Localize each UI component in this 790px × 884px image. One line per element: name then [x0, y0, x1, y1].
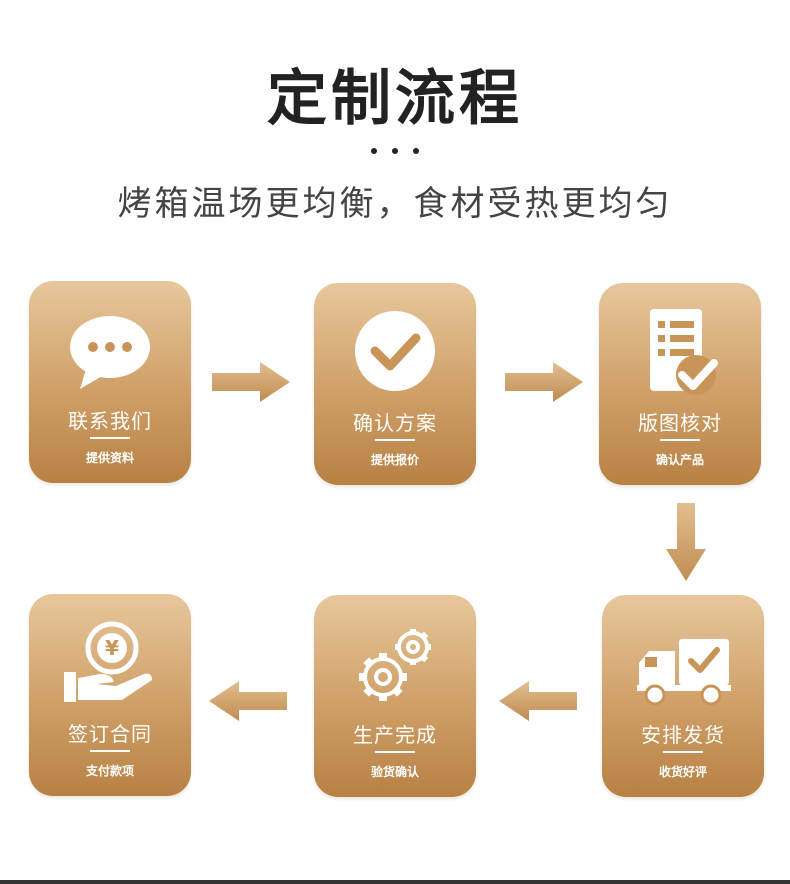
step-divider — [660, 439, 700, 441]
step-sublabel: 验货确认 — [370, 765, 419, 779]
checklist-document-icon — [650, 309, 718, 395]
hand-coin-icon: ¥ — [64, 621, 152, 702]
flow-arrow-left-icon — [209, 681, 287, 721]
step-label: 联系我们 — [68, 409, 152, 433]
step-card-shipping: 安排发货 收货好评 — [602, 595, 764, 797]
step-divider — [375, 751, 415, 753]
step-sublabel: 提供资料 — [85, 451, 134, 465]
step-card-contact: 联系我们 提供资料 — [29, 281, 191, 483]
bottom-border — [0, 880, 790, 884]
step-label: 确认方案 — [353, 411, 437, 435]
flow-arrow-right-icon — [505, 362, 583, 402]
gears-icon — [359, 629, 431, 701]
step-divider — [90, 750, 130, 752]
step-card-production: 生产完成 验货确认 — [314, 595, 476, 797]
step-sublabel: 提供报价 — [370, 453, 419, 467]
step-card-contract: ¥ 签订合同 支付款项 — [29, 594, 191, 796]
step-divider — [90, 437, 130, 439]
step-card-confirm-plan: 确认方案 提供报价 — [314, 283, 476, 485]
step-sublabel: 确认产品 — [655, 453, 704, 467]
delivery-truck-icon — [637, 639, 731, 706]
step-label: 安排发货 — [641, 723, 725, 747]
step-label: 生产完成 — [353, 723, 437, 747]
step-sublabel: 收货好评 — [658, 765, 707, 779]
flow-arrow-right-icon — [212, 362, 290, 402]
page-title: 定制流程 — [267, 64, 523, 134]
step-label: 签订合同 — [68, 722, 152, 746]
page-subtitle: 烤箱温场更均衡，食材受热更均匀 — [117, 184, 673, 224]
step-divider — [663, 751, 703, 753]
step-card-layout-check: 版图核对 确认产品 — [599, 283, 761, 485]
check-circle-icon — [355, 311, 435, 391]
chat-bubble-icon — [70, 316, 150, 389]
step-sublabel: 支付款项 — [85, 764, 134, 778]
flow-arrow-left-icon — [499, 681, 577, 721]
svg-text:¥: ¥ — [105, 636, 119, 660]
title-dots-divider — [371, 146, 419, 156]
step-label: 版图核对 — [638, 411, 722, 435]
flow-arrow-down-icon — [666, 503, 706, 581]
step-divider — [375, 439, 415, 441]
